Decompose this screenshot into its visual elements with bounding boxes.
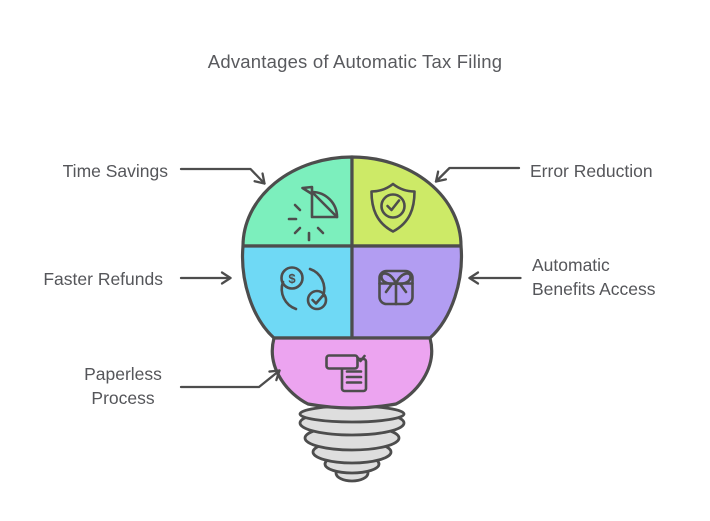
segment-paperless: [270, 336, 434, 410]
bulb-base: [298, 404, 406, 483]
dollar-refresh-icon: $: [280, 266, 328, 311]
label-benefits-access: Automatic Benefits Access: [532, 255, 656, 299]
page-title: Advantages of Automatic Tax Filing: [207, 51, 503, 72]
label-paperless-process: Paperless Process: [84, 364, 162, 408]
timer-icon: [287, 185, 339, 242]
segment-faster-refunds: [240, 244, 354, 340]
label-time-savings: Time Savings: [62, 161, 168, 181]
document-header: [325, 354, 359, 370]
label-faster-refunds: Faster Refunds: [43, 269, 163, 289]
dollar-symbol: $: [288, 271, 296, 286]
segment-time-savings: [241, 155, 354, 248]
shield-check-icon: [370, 182, 416, 233]
gift-icon: [378, 269, 414, 306]
document-icon: [325, 354, 368, 393]
connector-arrows: [179, 166, 522, 389]
arrow-error-reduction: [434, 166, 521, 183]
label-error-reduction: Error Reduction: [530, 161, 653, 181]
segment-error-reduction: [350, 155, 463, 248]
arrow-paperless: [179, 369, 281, 389]
arrow-time-savings: [179, 167, 266, 185]
